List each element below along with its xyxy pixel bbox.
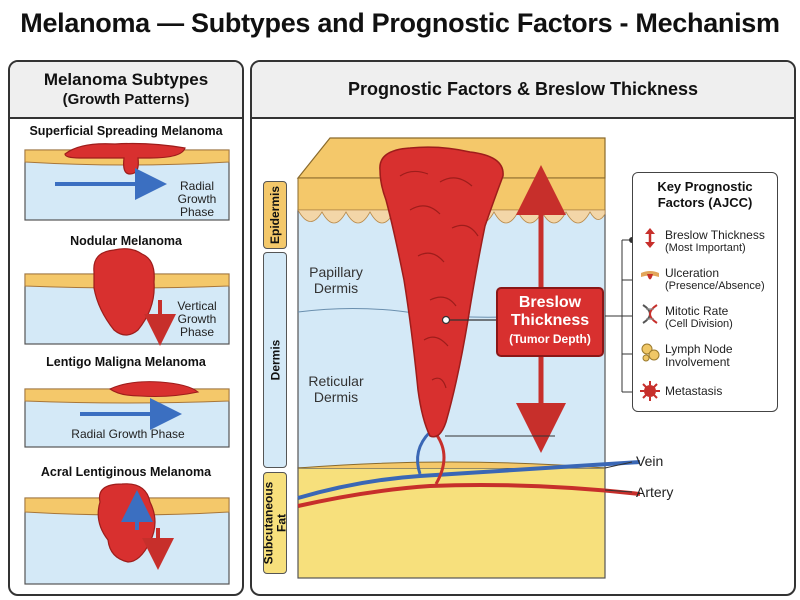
tumor-shape xyxy=(64,142,186,175)
key-item-mitotic-rate: Mitotic Rate (Cell Division) xyxy=(665,304,733,331)
epidermis-tab: Epidermis xyxy=(263,181,287,249)
dna-icon xyxy=(642,304,658,324)
key-prognostic-factors-box: Key Prognostic Factors (AJCC) Breslow Th… xyxy=(632,172,778,412)
key-item-breslow: Breslow Thickness (Most Important) xyxy=(665,228,765,255)
subtype-name-2: Nodular Melanoma xyxy=(70,234,182,248)
subtype-label-3: Radial Growth Phase xyxy=(71,427,185,441)
reticular-dermis-label: Reticular Dermis xyxy=(308,373,364,405)
dermis-tab: Dermis xyxy=(263,252,287,468)
ulceration-icon xyxy=(641,271,659,280)
key-item-metastasis: Metastasis xyxy=(665,384,723,398)
prognostic-header: Prognostic Factors & Breslow Thickness xyxy=(252,62,794,119)
subtype-name-3: Lentigo Maligna Melanoma xyxy=(46,355,206,369)
page-title: Melanoma — Subtypes and Prognostic Facto… xyxy=(20,8,780,38)
key-item-lymph-node: Lymph Node Involvement xyxy=(665,342,733,369)
subtypes-panel: Melanoma Subtypes (Growth Patterns) xyxy=(8,60,244,596)
nodular-diagram xyxy=(24,248,230,346)
subtype-name-4: Acral Lentiginous Melanoma xyxy=(40,465,212,479)
subtypes-title: Melanoma Subtypes xyxy=(43,70,209,89)
tumor-shape xyxy=(93,248,155,336)
acral-lentiginous-diagram xyxy=(24,483,230,585)
double-arrow-icon xyxy=(645,228,655,248)
superficial-spreading-diagram xyxy=(24,142,230,221)
subtypes-illustrations xyxy=(24,142,230,585)
lymph-node-icon xyxy=(641,343,660,362)
subtype-name-1: Superficial Spreading Melanoma xyxy=(29,124,223,138)
subtype-label-2: Vertical Growth Phase xyxy=(177,299,217,339)
metastasis-icon xyxy=(640,381,660,401)
subtypes-header: Melanoma Subtypes (Growth Patterns) xyxy=(10,62,242,119)
breslow-thickness-callout: Breslow Thickness (Tumor Depth) xyxy=(496,287,604,357)
lentigo-maligna-diagram xyxy=(24,381,230,448)
subcutaneous-fat-tab: Subcutaneous Fat xyxy=(261,472,288,574)
papillary-dermis-label: Papillary Dermis xyxy=(309,264,363,296)
subtypes-subtitle: (Growth Patterns) xyxy=(62,91,190,108)
key-item-ulceration: Ulceration (Presence/Absence) xyxy=(665,266,765,293)
key-box-title: Key Prognostic Factors (AJCC) xyxy=(657,179,753,210)
subtype-label-1: Radial Growth Phase xyxy=(177,179,217,219)
artery-label: Artery xyxy=(636,484,674,500)
tumor-shape xyxy=(108,381,200,398)
vein-label: Vein xyxy=(636,453,664,469)
